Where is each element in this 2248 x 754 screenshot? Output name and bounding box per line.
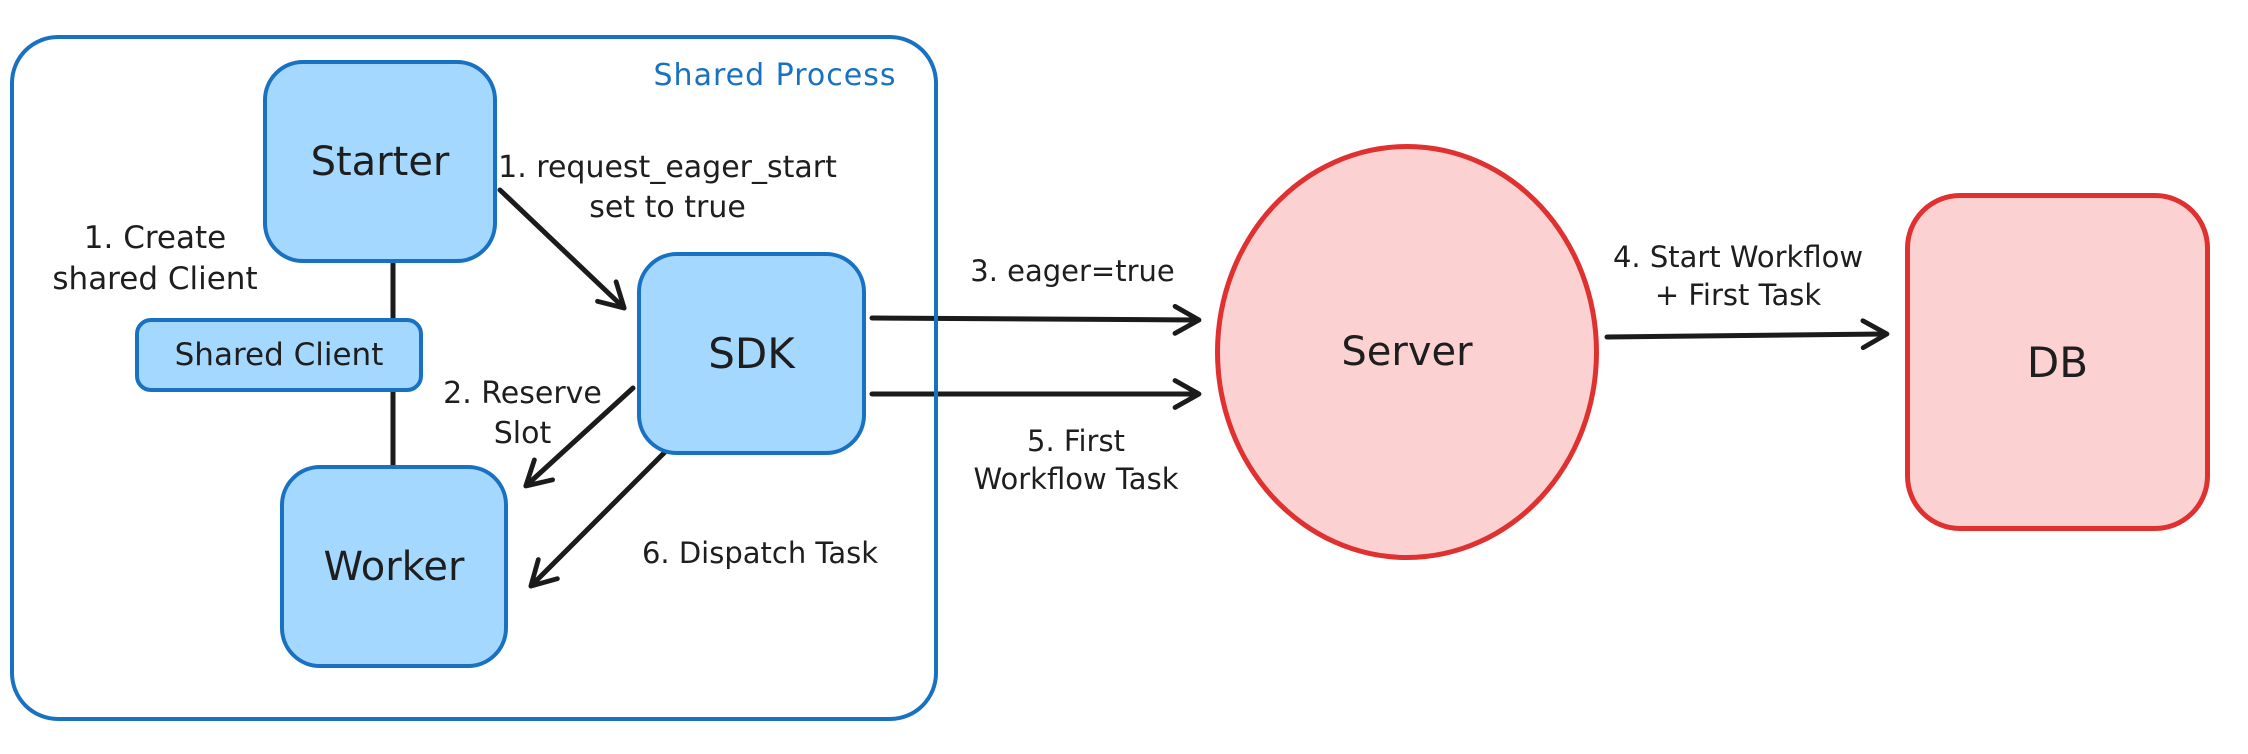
shared-process-container — [10, 35, 938, 721]
server-label: Server — [1341, 329, 1473, 375]
worker-node: Worker — [280, 465, 508, 668]
server-node: Server — [1215, 144, 1599, 560]
annotation-eager-true: 3. eager=true — [970, 254, 1175, 288]
shared-client-label: Shared Client — [174, 337, 384, 373]
annotation-start-workflow: 4. Start Workflow + First Task — [1612, 240, 1864, 313]
sdk-to-server-eager-arrow — [869, 303, 1202, 336]
shared-process-label: Shared Process — [653, 58, 897, 93]
annotation-dispatch-task: 6. Dispatch Task — [641, 536, 879, 570]
annotation-reserve-slot: 2. Reserve Slot — [443, 376, 602, 451]
db-node: DB — [1905, 193, 2210, 531]
sdk-label: SDK — [708, 329, 795, 378]
annotation-request-eager-start: 1. request_eager_start set to true — [498, 150, 837, 225]
server-to-db-arrow — [1604, 318, 1890, 351]
starter-label: Starter — [310, 138, 450, 185]
db-label: DB — [2026, 337, 2089, 387]
sdk-to-worker-dispatch-arrow — [528, 449, 668, 589]
starter-to-sdk-arrow — [497, 187, 627, 311]
annotation-first-workflow-task: 5. First Workflow Task — [973, 424, 1179, 497]
sdk-to-worker-reserve-arrow — [523, 385, 636, 489]
shared-client-node: Shared Client — [135, 318, 423, 392]
sdk-node: SDK — [637, 252, 866, 455]
annotation-create-shared-client: 1. Create shared Client — [52, 220, 258, 297]
starter-node: Starter — [263, 60, 497, 263]
worker-label: Worker — [323, 543, 465, 590]
